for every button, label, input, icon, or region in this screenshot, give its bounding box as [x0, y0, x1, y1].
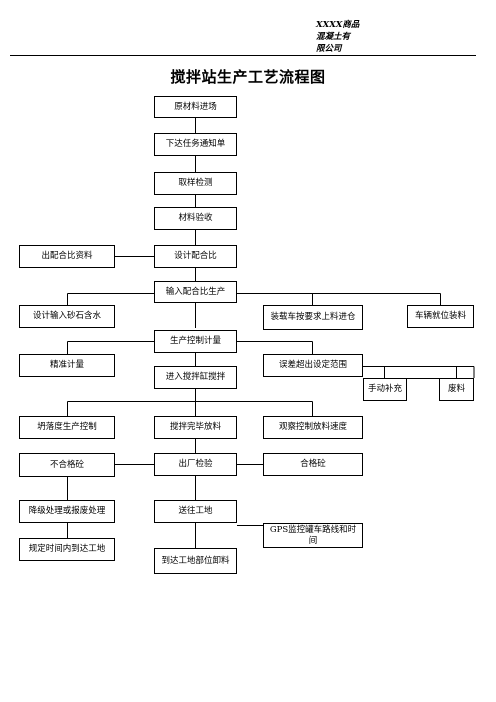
- node-enter-mixer: 进入搅拌缸搅拌: [154, 366, 237, 389]
- node-error-range: 误差超出设定范围: [263, 354, 363, 377]
- node-production-metering: 生产控制计量: [154, 330, 237, 353]
- node-design-mix: 设计配合比: [154, 245, 237, 268]
- company-name-line3: 限公司: [316, 44, 342, 54]
- node-truck-loading: 装载车按要求上料进仓: [263, 305, 363, 330]
- node-mix-discharge: 搅拌完毕放料: [154, 416, 237, 439]
- page-title: 搅拌站生产工艺流程图: [170, 68, 326, 86]
- node-factory-inspection: 出厂检验: [154, 453, 237, 476]
- node-slump-control: 坍落度生产控制: [19, 416, 115, 439]
- node-sampling: 取样检测: [154, 172, 237, 195]
- node-raw-material: 原材料进场: [154, 96, 237, 118]
- company-name-line2: 混凝土有: [316, 32, 351, 42]
- node-sand-moisture: 设计输入砂石含水: [19, 305, 115, 328]
- node-downgrade: 降级处理或报废处理: [19, 500, 115, 523]
- node-acceptance: 材料验收: [154, 207, 237, 230]
- node-arrive-unload: 到达工地部位卸料: [154, 548, 237, 574]
- node-scrap: 废料: [439, 378, 474, 401]
- node-observe-speed: 观察控制放料速度: [263, 416, 363, 439]
- node-deliver: 送往工地: [154, 500, 237, 523]
- node-gps-monitor: GPS监控罐车路线和时间: [263, 523, 363, 548]
- node-vehicle-loading: 车辆就位装料: [407, 305, 474, 328]
- node-mix-data: 出配合比资料: [19, 245, 115, 268]
- node-task-notice: 下达任务通知单: [154, 133, 237, 156]
- node-unqualified: 不合格砼: [19, 453, 115, 477]
- company-name-line1: XXXX商品: [316, 20, 360, 30]
- node-arrive-on-time: 规定时间内到达工地: [19, 538, 115, 561]
- header-divider: [10, 55, 476, 56]
- node-qualified: 合格砼: [263, 453, 363, 476]
- node-precise-metering: 精准计量: [19, 354, 115, 377]
- node-manual-supplement: 手动补充: [363, 378, 407, 401]
- company-name: XXXX商品 混凝土有 限公司: [316, 19, 376, 55]
- node-input-mix: 输入配合比生产: [154, 281, 237, 303]
